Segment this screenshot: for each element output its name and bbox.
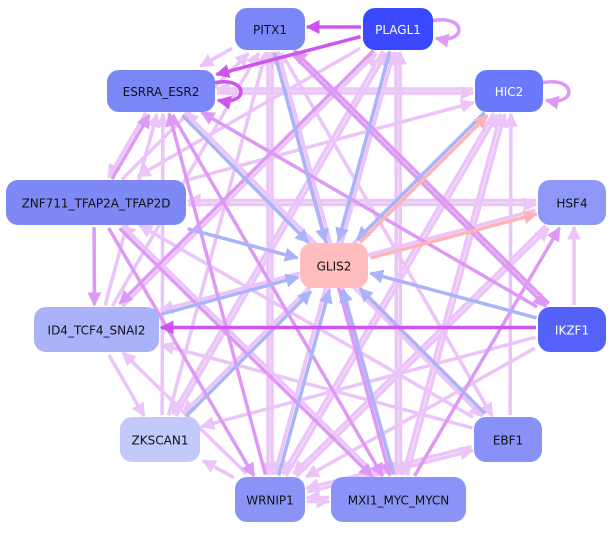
- node-box: [538, 307, 606, 352]
- edge-wrnip1-to-hic2: [284, 113, 499, 477]
- edge-hic2-to-wrnip1: [281, 112, 496, 476]
- node-label: MXI1_MYC_MYCN: [348, 494, 450, 508]
- node-box: [34, 307, 159, 352]
- node-box: [120, 417, 200, 462]
- node-box: [475, 70, 543, 112]
- node-esrra-esr2[interactable]: ESRRA_ESR2: [107, 70, 215, 112]
- edge-zkscan1-to-glis2: [184, 290, 313, 418]
- edge-esrra-esr2-to-mxi1-myc-mycn: [171, 114, 385, 478]
- edge-plagl1-to-znf711-tfap2a-tfap2d: [136, 46, 361, 178]
- node-label: ESRRA_ESR2: [123, 85, 200, 99]
- edge-wrnip1-to-zkscan1: [201, 459, 235, 480]
- node-label: PITX1: [253, 23, 287, 37]
- node-pitx1[interactable]: PITX1: [235, 8, 305, 50]
- edge-znf711-tfap2a-tfap2d-to-glis2: [187, 227, 299, 262]
- edge-pitx1-to-ebf1: [280, 52, 494, 418]
- edge-glis2-to-hic2: [358, 114, 489, 244]
- node-box: [235, 477, 305, 522]
- edge-ebf1-to-znf711-tfap2a-tfap2d: [138, 223, 474, 419]
- node-label: GLIS2: [317, 260, 352, 274]
- edge-id4-tcf4-snai2-to-zkscan1: [107, 354, 146, 418]
- edge-pitx1-to-glis2: [272, 52, 329, 243]
- edge-plagl1-to-glis2: [335, 51, 392, 242]
- node-label: WRNIP1: [246, 494, 294, 508]
- edge-znf711-tfap2a-tfap2d-to-mxi1-myc-mycn: [118, 227, 374, 478]
- node-hic2[interactable]: HIC2: [475, 70, 543, 112]
- node-label: PLAGL1: [375, 23, 421, 37]
- edge-plagl1-to-mxi1-myc-mycn: [389, 51, 404, 477]
- node-plagl1[interactable]: PLAGL1: [363, 8, 433, 50]
- edge-znf711-tfap2a-tfap2d-to-esrra-esr2: [110, 113, 151, 180]
- node-box: [6, 180, 186, 225]
- edge-hic2-to-hic2: [542, 80, 571, 110]
- edge-ikzf1-to-esrra-esr2: [200, 110, 538, 309]
- node-zkscan1[interactable]: ZKSCAN1: [120, 417, 200, 462]
- edge-ikzf1-to-glis2: [369, 269, 537, 320]
- edges-layer: [87, 18, 581, 509]
- edge-mxi1-myc-mycn-to-plagl1: [393, 50, 408, 476]
- node-ikzf1[interactable]: IKZF1: [538, 307, 606, 352]
- edge-esrra-esr2-to-glis2: [181, 114, 310, 244]
- edge-mxi1-myc-mycn-to-hsf4: [412, 226, 561, 477]
- node-box: [538, 180, 606, 225]
- node-label: IKZF1: [555, 324, 589, 338]
- node-box: [363, 8, 433, 50]
- edge-glis2-to-hsf4: [370, 210, 538, 260]
- edge-pitx1-to-esrra-esr2: [199, 46, 233, 68]
- node-id4-tcf4-snai2[interactable]: ID4_TCF4_SNAI2: [34, 307, 159, 352]
- node-label: ZKSCAN1: [132, 434, 189, 448]
- node-box: [474, 417, 542, 462]
- node-label: ZNF711_TFAP2A_TFAP2D: [22, 197, 171, 211]
- node-ebf1[interactable]: EBF1: [474, 417, 542, 462]
- edge-plagl1-to-esrra-esr2: [215, 35, 361, 78]
- node-box: [300, 243, 368, 288]
- node-hsf4[interactable]: HSF4: [538, 180, 606, 225]
- edge-plagl1-to-plagl1: [432, 18, 461, 48]
- edge-wrnip1-to-esrra-esr2: [165, 112, 268, 475]
- edge-ebf1-to-glis2: [358, 287, 487, 415]
- node-mxi1-myc-mycn[interactable]: MXI1_MYC_MYCN: [331, 477, 466, 522]
- node-label: ID4_TCF4_SNAI2: [48, 324, 146, 338]
- node-label: HSF4: [556, 197, 587, 211]
- node-label: HIC2: [495, 85, 524, 99]
- node-box: [331, 477, 466, 522]
- node-label: EBF1: [493, 434, 523, 448]
- node-box: [107, 70, 215, 112]
- edge-hic2-to-glis2: [355, 111, 486, 241]
- nodes-layer: PITX1 PLAGL1 ESRRA_ESR2 HIC2 ZNF711_TFAP…: [6, 8, 606, 522]
- node-box: [235, 8, 305, 50]
- edge-mxi1-myc-mycn-to-glis2: [339, 288, 396, 475]
- edge-wrnip1-to-glis2: [276, 289, 333, 476]
- node-glis2[interactable]: GLIS2: [300, 243, 368, 288]
- node-wrnip1[interactable]: WRNIP1: [235, 477, 305, 522]
- edge-esrra-esr2-to-znf711-tfap2a-tfap2d: [107, 112, 148, 179]
- node-znf711-tfap2a-tfap2d[interactable]: ZNF711_TFAP2A_TFAP2D: [6, 180, 186, 225]
- edge-znf711-tfap2a-tfap2d-to-wrnip1: [107, 227, 256, 478]
- edge-esrra-esr2-to-esrra-esr2: [214, 80, 243, 110]
- edge-plagl1-to-id4-tcf4-snai2: [118, 49, 375, 305]
- edge-id4-tcf4-snai2-to-glis2: [161, 273, 300, 316]
